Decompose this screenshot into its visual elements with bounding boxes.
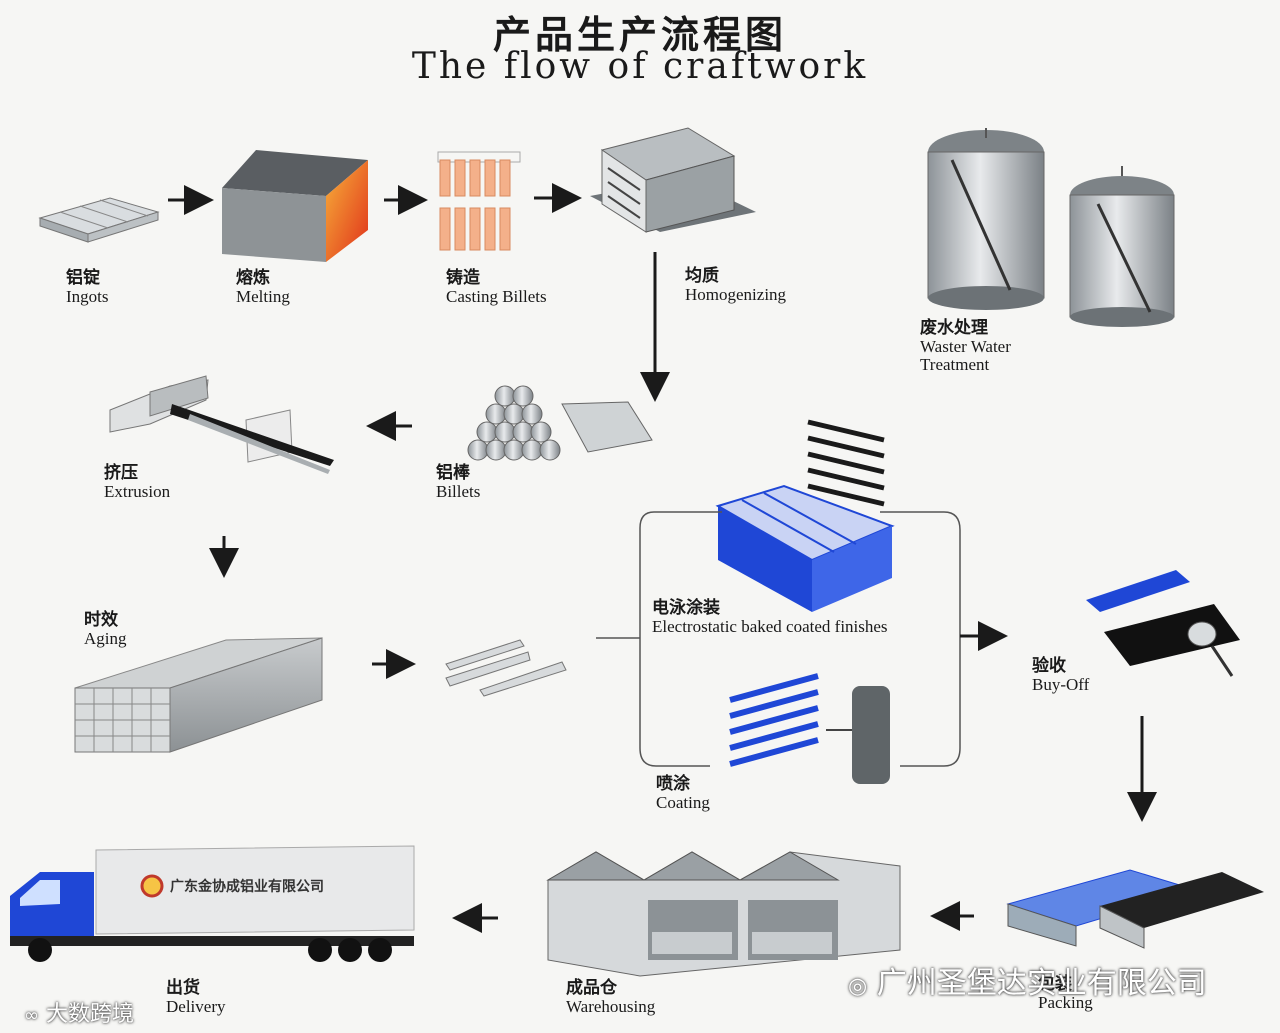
watermark-logo-icon: ∞ — [24, 1005, 39, 1026]
watermark-right: ◎ 广州圣堡达实业有限公司 — [848, 966, 1207, 1001]
melting-furnace-icon — [222, 150, 368, 262]
truck-company-name: 广东金协成铝业有限公司 — [170, 879, 324, 895]
billets-pile-icon — [467, 385, 653, 461]
packing-bundles-icon — [1006, 869, 1264, 949]
aluminum-profiles-icon — [445, 639, 567, 697]
electrophoresis-tank-icon — [715, 419, 895, 612]
watermark-left: ∞ 大数跨境 — [24, 1002, 135, 1027]
casting-billets-icon — [437, 151, 521, 251]
wechat-icon: ◎ — [848, 974, 868, 999]
warehouse-icon — [546, 851, 901, 977]
flow-arrows — [168, 183, 1157, 933]
delivery-truck-icon — [10, 845, 415, 962]
homogenizing-oven-icon — [590, 127, 756, 233]
waste-water-tanks-icon — [927, 128, 1175, 327]
title-english: The flow of craftwork — [411, 46, 869, 87]
extrusion-press-icon — [109, 375, 334, 474]
buyoff-inspection-icon — [1086, 570, 1240, 677]
coating-booth-icon — [729, 673, 890, 784]
title-chinese: 产品生产流程图 — [492, 13, 787, 57]
ingots-icon — [38, 197, 160, 243]
finish-bracket — [639, 511, 961, 767]
aging-chamber-icon — [74, 637, 323, 753]
